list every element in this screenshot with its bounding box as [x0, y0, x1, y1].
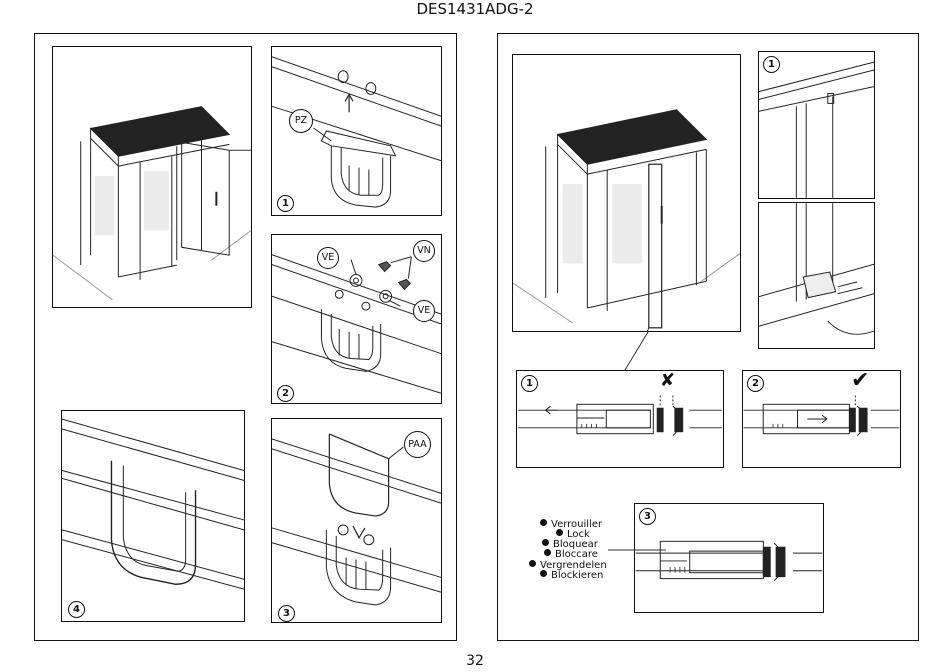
cross-mark-icon: ✘ [660, 370, 676, 391]
document-title: DES1431ADG-2 [416, 0, 534, 18]
legend-item: Lock [556, 529, 590, 540]
bullet-icon [556, 529, 563, 536]
left-instruction-frame: PZ 1 VE VN [34, 33, 457, 641]
door-joint-bottom-illustration [759, 203, 874, 335]
step-number: 1 [763, 56, 780, 73]
step-number: 2 [277, 385, 294, 402]
cabinet-closed-illustration [513, 109, 740, 331]
step-number: 3 [639, 508, 656, 525]
check-mark-icon: ✔ [851, 370, 870, 393]
step-1-panel: PZ 1 [271, 46, 442, 216]
unlock-profile-panel: 1 ✘ [516, 370, 724, 468]
legend-item: Vergrendelen [529, 560, 607, 571]
step-number: 4 [68, 601, 85, 618]
lock-profile-panel: 2 ✔ [742, 370, 901, 468]
bullet-icon [529, 560, 536, 567]
right-instruction-frame: 1 [497, 33, 919, 641]
magnetic-profile-locked-illustration [743, 395, 900, 437]
pz-latch-illustration [272, 56, 441, 208]
overview-panel-left [52, 46, 252, 308]
ve-callout-bottom: VE [413, 300, 435, 322]
ve-callout-top: VE [317, 247, 339, 269]
legend-item: Bloquear [542, 539, 598, 550]
legend-item: Blockieren [540, 570, 603, 581]
step-3-panel: PAA 3 [271, 418, 442, 623]
vn-callout: VN [413, 240, 435, 262]
detail-panel-1-bottom [758, 202, 875, 349]
finished-handle-illustration [62, 418, 244, 590]
page-number: 32 [466, 653, 484, 669]
screw-assembly-illustration [272, 254, 441, 394]
cabinet-open-door-illustration [53, 106, 251, 301]
step-4-panel: 4 [61, 410, 245, 622]
paa-cap-illustration [272, 433, 441, 606]
pz-callout: PZ [289, 109, 313, 133]
locked-profile-closeup-illustration [635, 540, 823, 581]
bullet-icon [542, 539, 549, 546]
magnetic-profile-unlocked-illustration [518, 395, 722, 437]
step-number: 3 [278, 605, 295, 622]
overview-panel-right [512, 54, 741, 332]
step-2-panel: VE VN VE 2 [271, 234, 442, 404]
step-number: 1 [277, 195, 294, 212]
door-joint-top-illustration [759, 61, 874, 198]
bullet-icon [544, 549, 551, 556]
step-number: 1 [521, 375, 538, 392]
paa-callout: PAA [404, 431, 431, 458]
bullet-icon [540, 519, 547, 526]
step-number: 2 [747, 375, 764, 392]
detail-panel-1-top: 1 [758, 51, 875, 199]
legend-item: Verrouiller [540, 519, 602, 530]
legend-item: Bloccare [544, 549, 598, 560]
step-3-lock-panel: 3 [634, 503, 824, 613]
bullet-icon [540, 570, 547, 577]
